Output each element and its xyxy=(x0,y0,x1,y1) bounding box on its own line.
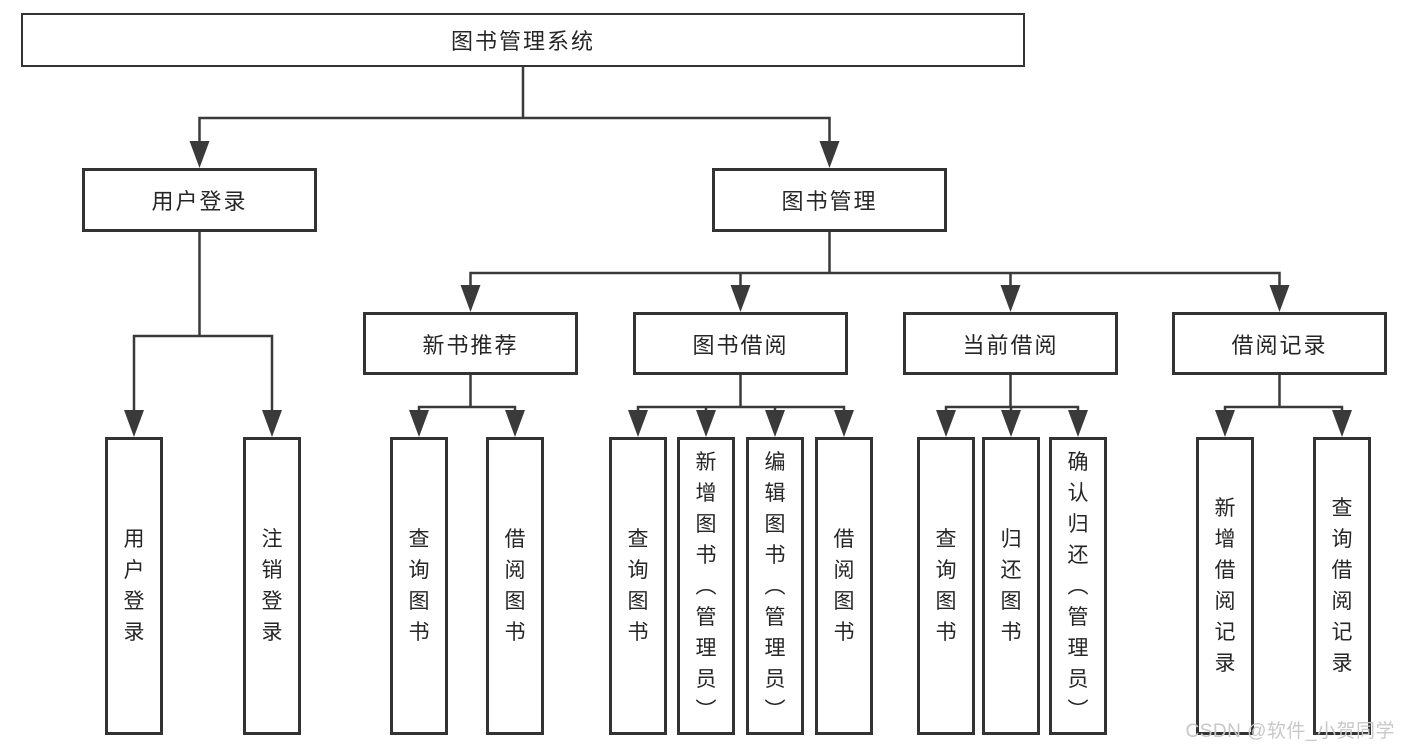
node-user-login: 用户登录 xyxy=(82,168,317,232)
leaf-borrow-books-recommend: 借阅图书 xyxy=(486,437,544,735)
node-book-management: 图书管理 xyxy=(712,168,947,232)
leaf-query-books-recommend: 查询图书 xyxy=(390,437,448,735)
node-book-borrow-label: 图书借阅 xyxy=(692,332,789,358)
leaf-confirm-return-admin-label: 确认归还︵管理员︶ xyxy=(1067,450,1089,722)
node-borrow-records-label: 借阅记录 xyxy=(1231,332,1328,358)
leaf-query-books-current-label: 查询图书 xyxy=(935,528,957,644)
node-user-login-label: 用户登录 xyxy=(151,189,248,214)
leaf-return-book: 归还图书 xyxy=(982,437,1040,735)
leaf-add-borrow-record-label: 新增借阅记录 xyxy=(1214,497,1236,675)
leaf-return-book-label: 归还图书 xyxy=(1000,528,1022,644)
leaf-logout-label: 注销登录 xyxy=(261,528,283,644)
leaf-query-books-borrow: 查询图书 xyxy=(609,437,667,735)
leaf-query-borrow-record: 查询借阅记录 xyxy=(1313,437,1371,735)
node-new-book-recommend: 新书推荐 xyxy=(363,312,578,375)
leaf-add-book-admin: 新增图书︵管理员︶ xyxy=(677,437,735,735)
leaf-add-book-admin-label: 新增图书︵管理员︶ xyxy=(695,450,717,722)
node-book-borrow: 图书借阅 xyxy=(633,312,848,375)
node-root-label: 图书管理系统 xyxy=(450,29,595,54)
leaf-query-borrow-record-label: 查询借阅记录 xyxy=(1331,497,1353,675)
leaf-logout: 注销登录 xyxy=(243,437,301,735)
leaf-user-login: 用户登录 xyxy=(105,437,163,735)
leaf-query-books-recommend-label: 查询图书 xyxy=(408,528,430,644)
node-current-borrow: 当前借阅 xyxy=(903,312,1118,375)
leaf-borrow-books-recommend-label: 借阅图书 xyxy=(504,528,526,644)
node-current-borrow-label: 当前借阅 xyxy=(962,332,1059,358)
csdn-watermark: CSDN @软件_小贺同学 xyxy=(1185,721,1395,742)
leaf-borrow-books: 借阅图书 xyxy=(815,437,873,735)
node-root: 图书管理系统 xyxy=(21,13,1025,67)
node-borrow-records: 借阅记录 xyxy=(1172,312,1387,375)
leaf-edit-book-admin: 编辑图书︵管理员︶ xyxy=(746,437,804,735)
leaf-confirm-return-admin: 确认归还︵管理员︶ xyxy=(1049,437,1107,735)
node-new-book-recommend-label: 新书推荐 xyxy=(422,332,519,358)
leaf-edit-book-admin-label: 编辑图书︵管理员︶ xyxy=(764,450,786,722)
leaf-add-borrow-record: 新增借阅记录 xyxy=(1196,437,1254,735)
leaf-borrow-books-label: 借阅图书 xyxy=(833,528,855,644)
leaf-user-login-label: 用户登录 xyxy=(123,528,145,644)
leaf-query-books-current: 查询图书 xyxy=(917,437,975,735)
leaf-query-books-borrow-label: 查询图书 xyxy=(627,528,649,644)
node-book-management-label: 图书管理 xyxy=(781,189,878,214)
